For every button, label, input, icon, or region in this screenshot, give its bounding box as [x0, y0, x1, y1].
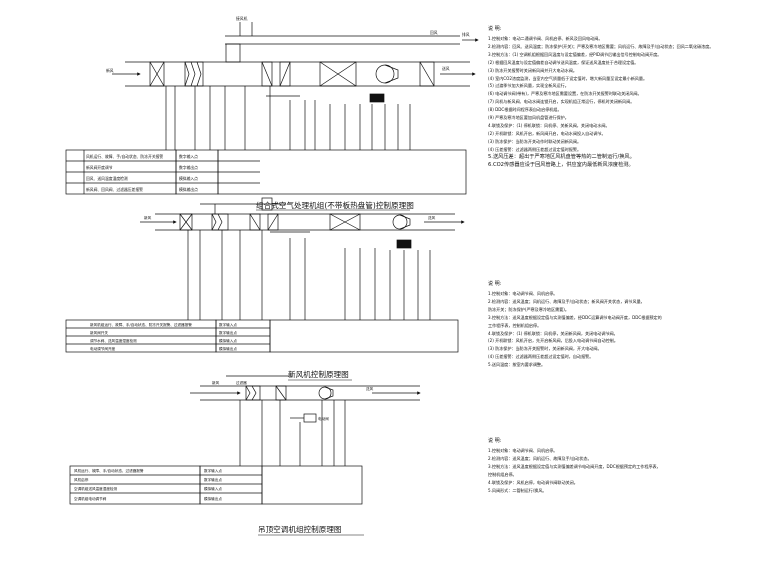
notes-2-line: 5.送风温度：按室内要求调整。 [488, 362, 546, 368]
d1-io-3: 模拟输入点 [179, 176, 198, 181]
notes-3-line: 控制机组启停。 [488, 471, 517, 477]
d2-row-3: 调节水阀、送风温度湿度检测 [90, 338, 137, 343]
notes-1-line: 4.联锁及保护：(1) 停机联锁：风机停、关新风阀，关闭电动水阀。 [488, 122, 610, 128]
notes-1-line: (3) 防冻保护：当防冻开关动作时联动关闭新风阀。 [488, 138, 582, 144]
d2-supply-air-label: 送风 [428, 215, 436, 220]
notes-2-line: (4) 压差报警：过滤器两侧压差超过设定值时，自动报警。 [488, 354, 594, 360]
diagram-2-text: 新风 送风 新风机组运行、故障、手/自动状态、防冻开关报警、过滤器报警 新风阀开… [90, 215, 436, 379]
notes-1-line: (6) 电动调节阀(带有)，严寒及寒冷地区需要设置，在防冻开关报警时联动关闭风阀… [488, 91, 642, 97]
notes-3-line: 2.检测内容：送风温度；风机运行、故障及手/自动状态。 [488, 455, 592, 461]
d2-io-3: 模拟输入点 [219, 338, 237, 343]
d1-row-2: 新风阀开度调节 [86, 165, 113, 170]
notes-2-line: 1.控制对象：电动调节阀、风机启停。 [488, 291, 558, 296]
notes-2-line: 4.联锁及保护：(1) 停机联锁：风机停，关闭新风阀，关闭电动调节阀。 [488, 330, 618, 336]
d3-supply-air-label: 送风 [366, 386, 374, 391]
diagram-3-text: 新风 过滤器 送风 电动阀 风机运行、故障、手/自动状态、过滤器报警 风机启停 … [74, 380, 374, 534]
d2-io-1: 数字输入点 [219, 322, 237, 327]
notes-2-line: 2.检测内容：送风温度；风机运行、故障及手/自动状态；新风阀开关状态，调节风量， [488, 298, 645, 304]
d1-supply-air-label: 送风 [442, 66, 450, 71]
notes-1-line: (3) 防冻开关报警时关闭新风阀并开大电动水阀。 [488, 67, 577, 73]
notes-2-line: 防冻开关；防冻保护(严寒及寒冷地区需要)。 [488, 306, 569, 312]
diagram-2-fresh-air-unit [65, 197, 465, 353]
d3-io-2: 数字输出点 [204, 477, 222, 482]
d3-filter [245, 385, 261, 401]
d1-io-1: 数字输入点 [179, 154, 198, 159]
d2-row-4: 电动调节阀开度 [90, 346, 116, 351]
d3-filter-label: 过滤器 [236, 380, 247, 385]
d1-return-air-label: 回风 [430, 30, 438, 35]
d1-fresh-air-label: 新风 [106, 68, 114, 73]
d2-row-2: 新风阀开关 [90, 330, 108, 335]
notes-1-line: 1.控制对象：电动二通调节阀、风机启停、新风及回风电动阀。 [488, 36, 603, 41]
d3-electric-valve [303, 413, 317, 423]
d1-row-4: 新风阀、回风阀、过滤器压差报警 [86, 187, 143, 192]
notes-1-line: 6.CO2传感器应设于回风管路上，供应室内最低新风浓度检测。 [488, 161, 634, 168]
d3-title: 吊顶空调机组控制原理图 [258, 524, 342, 534]
notes-3-line: 3.控制方法：送风温度根据设定值与实测值偏差调节电动阀开度，DDC根据预定的工作… [488, 463, 661, 469]
notes-block-2: 说 明: 1.控制对象：电动调节阀、风机启停。 2.检测内容：送风温度；风机运行… [488, 280, 756, 369]
notes-1-line: (4) 压差报警：过滤器两侧压差超过设定值时报警。 [488, 146, 582, 152]
humidifier-section [319, 61, 357, 87]
d1-io-4: 模拟输出点 [179, 187, 198, 192]
d3-valve-label: 电动阀 [318, 416, 329, 421]
notes-2-line: 工作程序表，控制机组启停。 [488, 322, 542, 328]
notes-2-line: 3.控制方法：送风温度根据设定值与实测值偏差，经DDC运算调节电动阀开度，DDC… [488, 314, 662, 320]
notes-1-line: (2) 开机联锁：风机开启，新风阀开启，电动水阀投入自动调节。 [488, 130, 606, 136]
notes-2-line: (3) 防冻保护：当防冻开关报警时，关闭新风阀，开大电动阀。 [488, 346, 602, 352]
notes-3-line: 1.控制对象：电动调节阀、风机启停。 [488, 448, 558, 453]
d3-io-3: 模拟输入点 [204, 486, 222, 491]
d1-to-zone-label: 接风机 [236, 16, 248, 21]
d2-fresh-air-damper [179, 213, 193, 231]
notes-2-line: (2) 开机联锁：风机开启，先开启新风阀，后投入电动调节阀自动控制。 [488, 338, 618, 344]
d1-row-3: 回风、送风温度湿度检测 [86, 176, 128, 181]
notes-1-line: (8) DDC根据时间程序表自动启停机组。 [488, 107, 562, 113]
fresh-air-damper [149, 61, 165, 87]
d3-row-2: 风机启停 [74, 477, 89, 482]
d1-io-2: 数字输出点 [179, 165, 198, 170]
filter-section [184, 61, 204, 87]
notes-1-line: 3.控制方法：(1) 空调机组根据回风温度与设定值偏差，经PID调节后输出信号控… [488, 51, 662, 57]
notes-1-line: 5.送风压差：超出于严寒地区风机盘管等热的二管制运行/换风。 [488, 153, 635, 160]
d2-title: 新风机控制原理图 [288, 369, 349, 379]
d2-io-4: 模拟输出点 [219, 346, 237, 351]
d3-row-3: 空调机组送风温度湿度检测 [74, 486, 118, 491]
d2-io-2: 数字输出点 [219, 330, 237, 335]
diagram-3-ceiling-unit [69, 375, 421, 505]
d2-coil [249, 213, 261, 231]
d2-humidifier [329, 213, 361, 231]
d3-coil [275, 385, 287, 401]
notes-2-title: 说 明: [488, 281, 502, 287]
notes-3-line: 5.风阀形式：二管制运行/换风。 [488, 487, 547, 493]
notes-1-line: (5) 过渡季节加大新风量，实现全新风运行。 [488, 83, 569, 89]
notes-block-1: 说 明: 1.控制对象：电动二通调节阀、风机启停、新风及回风电动阀。 2.检测内… [488, 25, 756, 169]
d3-row-4: 空调机组电动调节阀 [74, 496, 107, 501]
diagram-1-text: 新风 送风 排风 回风 接风机 风机运行、故障、手/自动状态、防冻开关报警 新风… [86, 16, 470, 210]
notes-block-3: 说 明: 1.控制对象：电动调节阀、风机启停。 2.检测内容：送风温度；风机运行… [488, 437, 756, 494]
notes-1-title: 说 明: [488, 26, 502, 32]
d3-io-1: 数字输入点 [204, 468, 222, 473]
d2-fresh-air-label: 新风 [144, 215, 152, 220]
d3-fresh-air-label: 新风 [212, 380, 220, 385]
notes-1-line: (7) 风机与新风阀、电动水阀连锁开启，实现机组正常运行，停机时关闭新风阀。 [488, 99, 635, 105]
diagram-1-ahu [65, 22, 479, 195]
d1-row-1: 风机运行、故障、手/自动状态、防冻开关报警 [86, 154, 163, 159]
notes-1-line: (4) 室内CO2浓度监测，当室内空气质量低于设定值时，增大新风量至设定最小新风… [488, 75, 648, 81]
notes-1-line: (2) 根据回风温度与设定值偏差自动调节送风温度，保证送风温度处于合理设定值。 [488, 59, 639, 65]
d3-io-4: 模拟输出点 [204, 496, 222, 501]
d1-title: 组合式空气处理机组(不带板热盘管)控制原理图 [256, 200, 414, 210]
d3-row-1: 风机运行、故障、手/自动状态、过滤器报警 [74, 468, 144, 473]
notes-3-title: 说 明: [488, 438, 502, 444]
notes-1-line: (9) 严寒及寒冷地区要加风机盘管进行保护。 [488, 115, 569, 121]
d1-exhaust-air-label: 排风 [462, 32, 470, 37]
notes-1-line: 2.检测内容：回风、送风温度；防冻保护(开关)；严寒及寒冷地区需要；风机运行、故… [488, 43, 714, 49]
d2-filter [211, 213, 229, 231]
notes-3-line: 4.联锁及保护：风机启停，电动调节阀联动关闭。 [488, 479, 578, 485]
coil-section [261, 61, 273, 87]
d2-row-1: 新风机组运行、故障、手/自动状态、防冻开关报警、过滤器报警 [90, 322, 192, 327]
